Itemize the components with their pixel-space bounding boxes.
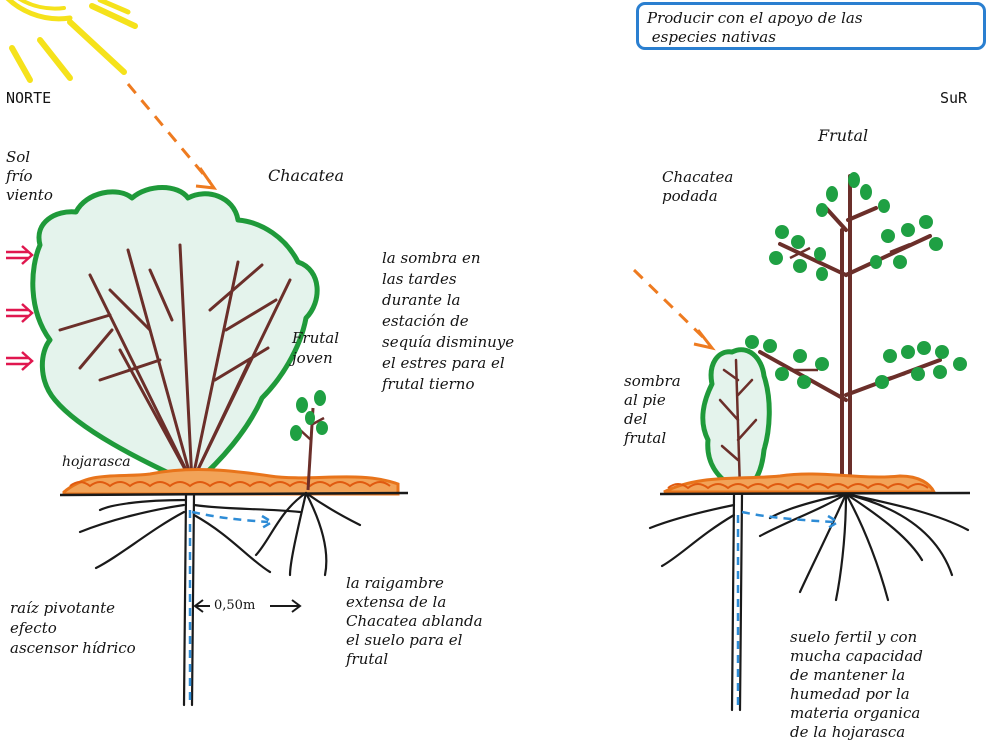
chacatea-label: Chacatea	[268, 166, 345, 185]
shade-note: la sombra en las tardes durante la estac…	[382, 249, 515, 393]
water-path-left	[188, 508, 275, 700]
ground-line-left	[59, 491, 409, 497]
fruit-label: Frutal	[818, 126, 869, 145]
water-path-right	[736, 510, 841, 705]
title-box: Producir con el apoyo de las especies na…	[636, 2, 986, 50]
sun-icon	[5, 0, 138, 83]
fruit-tree	[745, 172, 967, 494]
distance-label: 0,50m	[214, 598, 256, 613]
fruit-tree-leaves	[745, 172, 967, 389]
litter-left	[62, 468, 400, 496]
south-label: SuR	[940, 89, 968, 107]
pruned-chacatea-label: Chacatea podada	[662, 168, 734, 205]
distance-marker	[193, 599, 302, 613]
sun-ray-arrow-left	[126, 83, 218, 190]
litter-right	[663, 472, 937, 494]
foot-shade-label: sombra al pie del frutal	[624, 372, 681, 447]
soil-note: suelo fertil y con mucha capacidad de ma…	[790, 628, 923, 741]
litter-label: hojarasca	[62, 454, 131, 470]
pruned-chacatea	[700, 347, 772, 493]
roots-right	[648, 492, 970, 712]
roots-left	[78, 491, 362, 707]
ground-line-right	[659, 491, 971, 496]
chacatea-bush	[30, 185, 320, 485]
sun-wind-label: Sol frío viento	[6, 148, 53, 204]
roots-note: la raigambre extensa de la Chacatea abla…	[346, 574, 483, 668]
north-label: NORTE	[6, 89, 52, 107]
young-fruit-tree	[290, 390, 328, 491]
sun-ray-arrow-right	[632, 268, 716, 351]
taproot-note: raíz pivotante efecto ascensor hídrico	[10, 599, 136, 657]
wind-arrows-icon	[6, 245, 34, 371]
young-fruit-label: Frutal joven	[292, 329, 340, 367]
